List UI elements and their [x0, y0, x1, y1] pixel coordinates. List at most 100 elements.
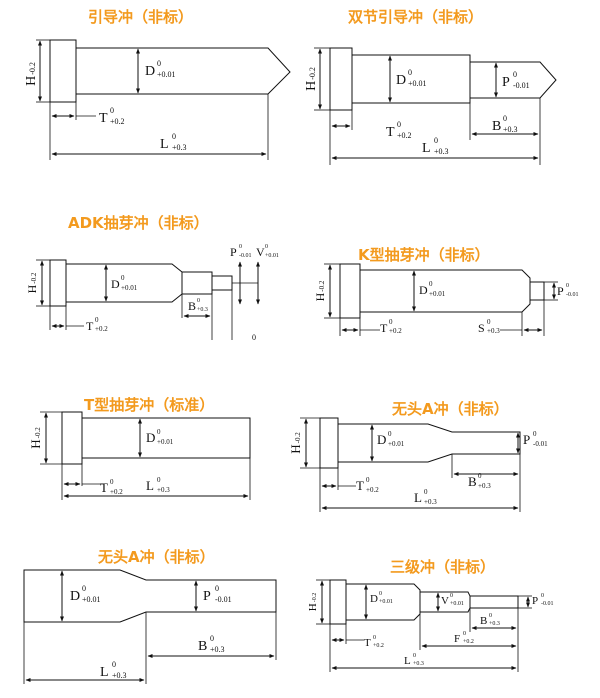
labels-pilot-punch: H-0.2 D 0 +0.01 T 0 +0.2 L 0 +0.3: [24, 59, 187, 152]
label-d-low: +0.01: [82, 595, 101, 604]
svg-text:H-0.2: H-0.2: [288, 432, 303, 454]
panel-headless-a-punch-right: [300, 417, 521, 512]
punch-head: [61, 411, 83, 465]
label-v: V: [441, 595, 449, 607]
panel-title-three-stage-punch: 三级冲（非标）: [390, 558, 496, 576]
label-t: T: [100, 480, 108, 495]
label-d-low: +0.01: [157, 70, 176, 79]
label-d: D: [70, 589, 80, 604]
panel-title-headless-a-punch-left: 无头A冲（非标）: [98, 548, 215, 566]
punch-shank: [352, 54, 471, 104]
label-p-up: 0: [513, 70, 517, 79]
label-d-up: 0: [121, 274, 125, 282]
label-p: P: [523, 432, 530, 447]
label-d: D: [145, 64, 155, 79]
label-l: L: [100, 665, 109, 680]
label-b: B: [188, 299, 196, 313]
label-h: H: [307, 603, 319, 611]
label-b: B: [198, 639, 207, 654]
label-p-up: 0: [239, 244, 242, 250]
label-b-up: 0: [197, 298, 200, 304]
label-t-up: 0: [95, 316, 99, 324]
label-b-low: +0.3: [489, 621, 500, 627]
labels-double-pilot-punch: H-0.2 D 0 +0.01 P 0 -0.01 T 0 +0.2 B 0 +…: [304, 67, 530, 156]
label-l: L: [422, 141, 431, 156]
label-d-low: +0.01: [429, 290, 446, 298]
panel-k-punch: [324, 263, 558, 336]
label-t-low: +0.2: [389, 327, 402, 335]
svg-text:H-0.2: H-0.2: [28, 427, 43, 449]
label-l-low: +0.3: [172, 143, 187, 152]
label-d-low: +0.01: [388, 440, 405, 448]
label-t-up: 0: [397, 120, 401, 129]
punch-head: [329, 579, 347, 625]
label-v-low: +0.01: [265, 253, 279, 259]
label-p-low: -0.01: [215, 595, 232, 604]
svg-text:H-0.2: H-0.2: [304, 67, 319, 91]
label-b-low: +0.3: [478, 482, 491, 490]
punch-head: [329, 47, 353, 111]
punch-shank: [66, 263, 183, 303]
label-p: P: [532, 595, 538, 607]
label-d: D: [111, 277, 120, 291]
label-p-low: -0.01: [533, 440, 548, 448]
panel-title-t-punch: T型抽芽冲（标准）: [84, 396, 215, 414]
punch-head: [49, 39, 77, 103]
label-b: B: [468, 474, 477, 489]
label-d: D: [419, 283, 428, 297]
label-v: V: [256, 245, 265, 259]
label-p: P: [557, 284, 564, 298]
labels-t-punch: H-0.2 D 0 +0.01 T 0 +0.2 L 0 +0.3: [28, 427, 174, 496]
label-h-tol: -0.2: [30, 272, 38, 284]
punch-step: [181, 271, 213, 295]
label-t-up: 0: [389, 318, 393, 326]
label-p-up: 0: [541, 593, 544, 599]
label-l: L: [414, 490, 422, 505]
label-t: T: [364, 637, 371, 649]
label-b-up: 0: [489, 613, 492, 619]
labels-adk-punch: H-0.2 D 0 +0.01 P 0 -0.01 V 0 +0.01 B 0 …: [25, 244, 279, 342]
label-t-up: 0: [366, 476, 370, 484]
label-b-low: +0.3: [503, 125, 518, 134]
labels-headless-a-punch-left: D 0 +0.01 P 0 -0.01 B 0 +0.3 L 0 +0.3: [70, 584, 232, 680]
label-l-low: +0.3: [157, 486, 170, 494]
label-t-low: +0.2: [110, 117, 125, 126]
panel-title-adk-punch: ADK抽芽冲（非标）: [68, 214, 209, 232]
label-b-up: 0: [210, 634, 214, 643]
label-s-up: 0: [487, 318, 491, 326]
label-l-up: 0: [434, 136, 438, 145]
panel-three-stage-punch: [316, 579, 532, 672]
punch-head: [319, 417, 339, 469]
label-p-low: -0.01: [513, 81, 530, 90]
panel-title-headless-a-punch-right: 无头A冲（非标）: [392, 400, 509, 418]
label-l-up: 0: [413, 653, 416, 659]
label-t-low: +0.2: [366, 486, 379, 494]
label-d: D: [146, 430, 155, 445]
label-b-up: 0: [503, 114, 507, 123]
label-t: T: [86, 319, 94, 333]
label-d-low: +0.01: [408, 79, 427, 88]
svg-text:H-0.2: H-0.2: [24, 62, 39, 86]
label-l-low: +0.3: [424, 498, 437, 506]
label-h-tol: -0.2: [308, 67, 317, 80]
punch-shank: [346, 583, 421, 621]
label-t: T: [99, 111, 108, 126]
label-t-up: 0: [110, 106, 114, 115]
label-h: H: [313, 292, 327, 301]
label-d-low: +0.01: [379, 599, 393, 605]
label-p-low: -0.01: [541, 601, 554, 607]
label-v-low: +0.01: [450, 601, 464, 607]
label-l-up: 0: [112, 660, 116, 669]
label-f: F: [454, 633, 460, 645]
label-l-low: +0.3: [413, 661, 424, 667]
label-d-up: 0: [379, 591, 382, 597]
label-p: P: [230, 245, 237, 259]
label-p: P: [203, 589, 211, 604]
punch-head: [339, 263, 361, 319]
label-l: L: [160, 137, 169, 152]
label-t-up: 0: [110, 478, 114, 486]
punch-tip: [211, 275, 233, 291]
label-t-low: +0.2: [110, 488, 123, 496]
label-t-up: 0: [373, 635, 376, 641]
label-d-low: +0.01: [121, 284, 138, 292]
